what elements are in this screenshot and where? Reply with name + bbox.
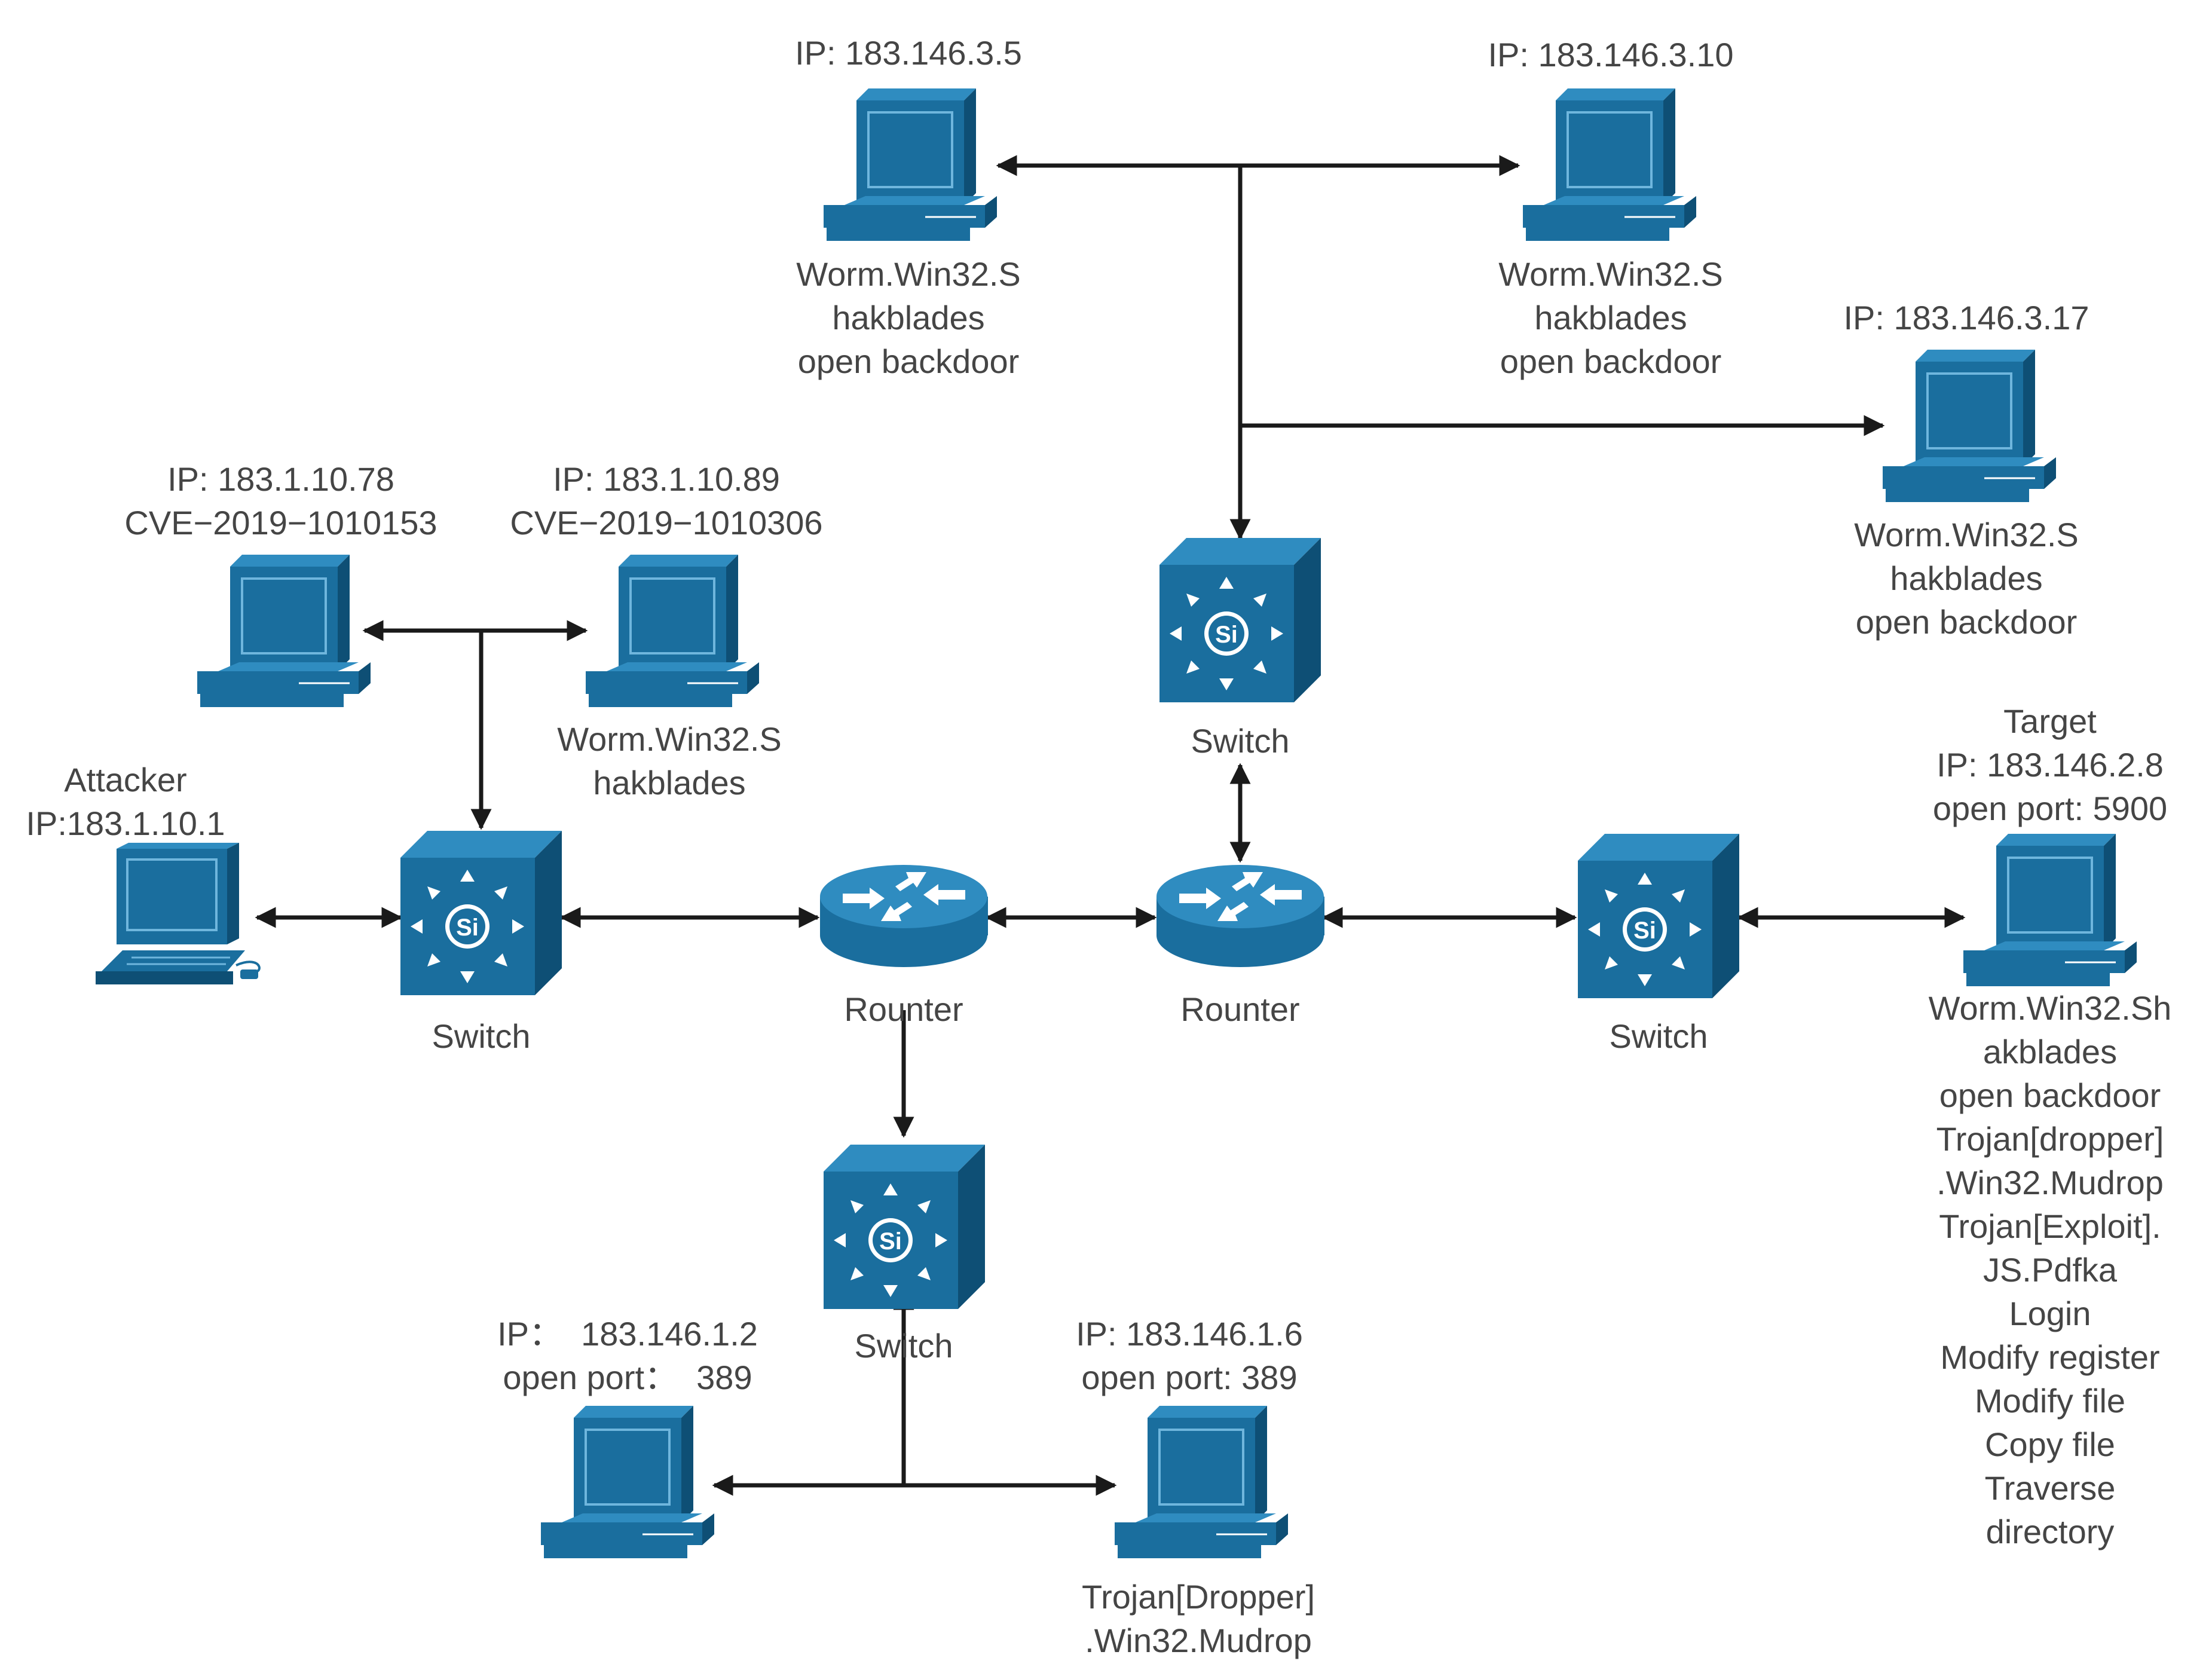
switch-icon: Si <box>400 831 562 995</box>
router-label: Rounter <box>1180 990 1300 1028</box>
node-ip-label: IP: 183.1.10.78 CVE−2019−1010153 <box>124 460 437 542</box>
node-description: Worm.Win32.S hakblades open backdoor <box>1498 255 1723 380</box>
node-description: Worm.Win32.S hakblades open backdoor <box>1854 516 2079 641</box>
attacker-label: Attacker IP:183.1.10.1 <box>26 761 225 842</box>
node-description: Worm.Win32.S hakblades <box>557 720 782 802</box>
svg-text:Si: Si <box>879 1228 902 1255</box>
switch-label: Switch <box>1191 722 1290 760</box>
node-ip-label: IP: 183.146.3.10 <box>1488 36 1734 74</box>
node-description: Worm.Win32.S hakblades open backdoor <box>796 255 1021 380</box>
node-ip-label: IP： 183.146.1.2 open port： 389 <box>497 1315 758 1396</box>
switch-icon: Si <box>824 1145 985 1309</box>
switch-label: Switch <box>854 1327 953 1365</box>
router-label: Rounter <box>844 990 963 1028</box>
laptop-icon <box>96 843 261 984</box>
svg-text:Si: Si <box>1215 622 1238 648</box>
switch-icon: Si <box>1578 834 1739 998</box>
computer-icon <box>197 555 371 707</box>
target-description: Worm.Win32.Sh akblades open backdoor Tro… <box>1928 989 2172 1550</box>
computer-icon <box>1115 1406 1288 1558</box>
router-icon <box>1157 865 1324 967</box>
computer-icon <box>586 555 759 707</box>
node-ip-label: IP: 183.146.1.6 open port: 389 <box>1076 1315 1303 1396</box>
switch-label: Switch <box>1609 1017 1708 1055</box>
target-computer-icon <box>1963 834 2137 986</box>
svg-text:Si: Si <box>456 915 479 941</box>
node-ip-label: IP: 183.1.10.89 CVE−2019−1010306 <box>510 460 823 542</box>
computer-icon <box>1523 88 1696 241</box>
target-info-label: Target IP: 183.146.2.8 open port: 5900 <box>1932 702 2168 827</box>
switch-icon: Si <box>1159 538 1321 702</box>
router-icon <box>820 865 988 967</box>
computer-icon <box>1883 350 2056 502</box>
node-ip-label: IP: 183.146.3.17 <box>1843 299 2089 337</box>
svg-text:Si: Si <box>1633 917 1656 944</box>
computer-icon <box>824 88 997 241</box>
computer-icon <box>541 1406 714 1558</box>
switch-label: Switch <box>432 1017 531 1055</box>
node-description: Trojan[Dropper] .Win32.Mudrop <box>1081 1578 1315 1659</box>
node-ip-label: IP: 183.146.3.5 <box>795 34 1022 72</box>
